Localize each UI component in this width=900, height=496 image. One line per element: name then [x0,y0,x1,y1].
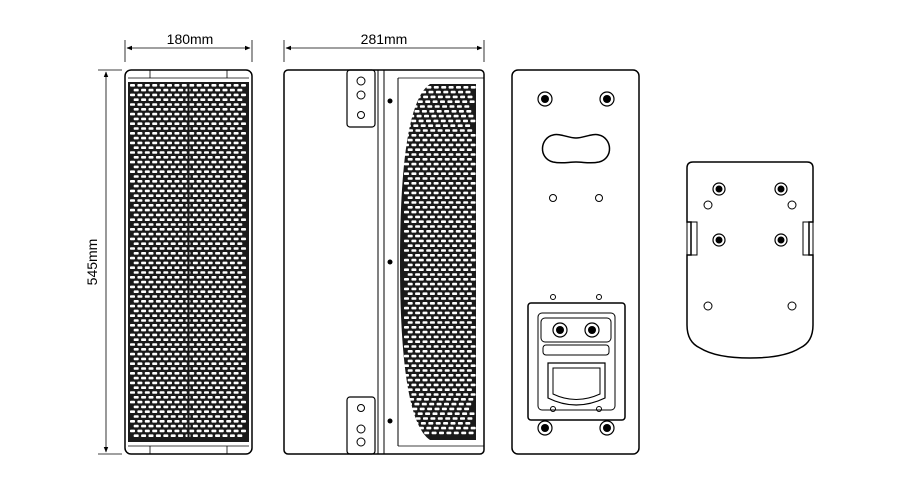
side-grille [400,84,476,440]
height-label: 545mm [84,239,100,286]
front-grille [128,82,249,442]
wall-bracket-view [686,161,814,359]
rear-view [511,69,640,455]
side-view [283,69,485,455]
dimension-width-front: 180mm [124,31,253,62]
width-side-label: 281mm [361,31,408,47]
dimension-height: 545mm [84,69,122,455]
front-view [124,69,253,455]
dimension-width-side: 281mm [283,31,485,62]
width-front-label: 180mm [167,31,214,47]
